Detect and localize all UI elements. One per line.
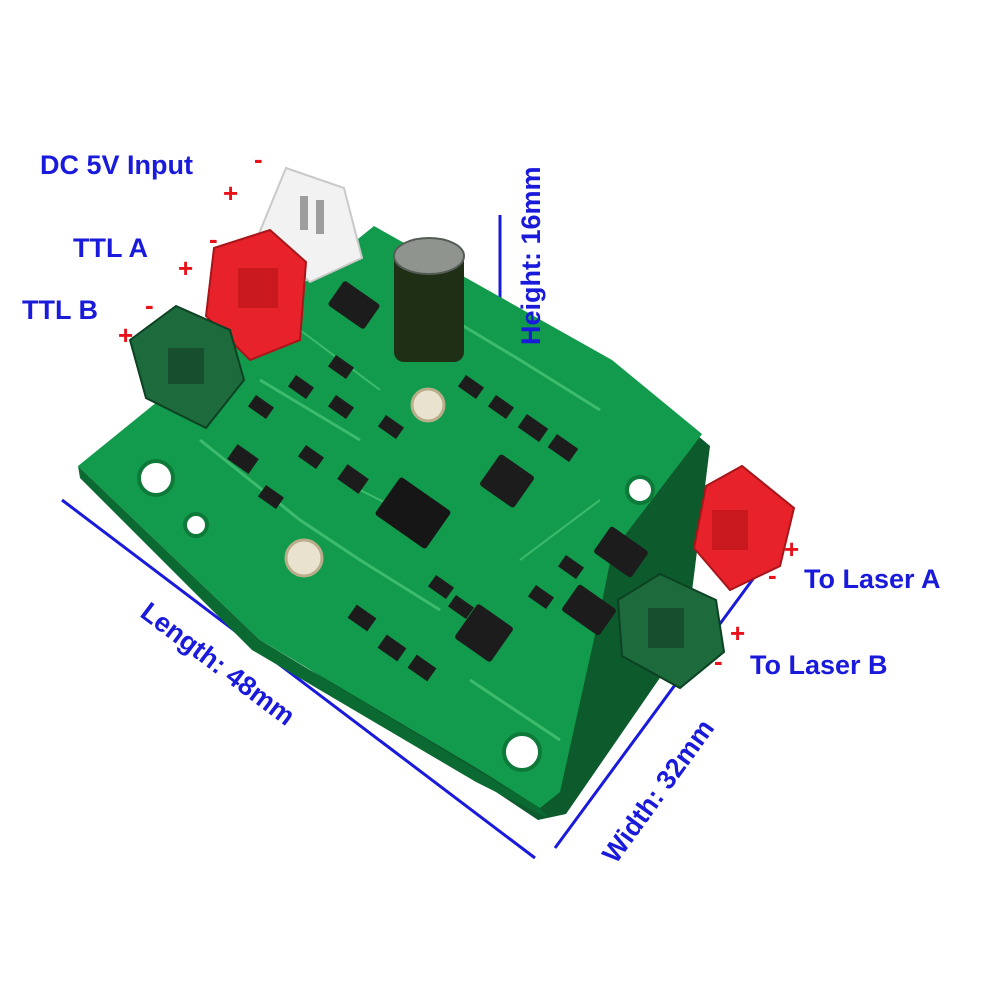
diode bbox=[562, 584, 616, 636]
ttl-a-minus: - bbox=[209, 224, 218, 254]
diode bbox=[594, 526, 648, 578]
ttl-b-label: TTL B bbox=[22, 295, 98, 325]
laser-a-minus: - bbox=[768, 560, 777, 590]
mosfet bbox=[455, 604, 513, 662]
mounting-hole bbox=[183, 512, 209, 538]
ttl-b-plus: + bbox=[118, 320, 134, 350]
mounting-hole bbox=[137, 459, 175, 497]
height-dimension-label: Height: 16mm bbox=[516, 166, 546, 345]
capacitor-body bbox=[394, 252, 464, 362]
laser-b-label: To Laser B bbox=[750, 650, 888, 680]
ttl-a-label: TTL A bbox=[73, 233, 148, 263]
dc-input-label: DC 5V Input bbox=[40, 150, 193, 180]
ttl-b-minus: - bbox=[145, 290, 154, 320]
dc-input-plus: + bbox=[223, 178, 239, 208]
potentiometer bbox=[410, 387, 446, 423]
potentiometer bbox=[284, 538, 324, 578]
mosfet bbox=[480, 454, 534, 508]
laser-a-label: To Laser A bbox=[804, 564, 941, 594]
mounting-hole bbox=[502, 732, 542, 772]
laser-b-plus: + bbox=[730, 618, 746, 648]
length-dimension-line bbox=[61, 498, 536, 860]
dc-input-minus: - bbox=[254, 144, 263, 174]
width-dimension-line bbox=[553, 544, 780, 849]
mounting-hole bbox=[625, 475, 655, 505]
laser-a-plus: + bbox=[784, 534, 800, 564]
diode bbox=[328, 281, 380, 329]
laser-b-minus: - bbox=[714, 646, 723, 676]
pcb-trace bbox=[199, 298, 601, 742]
ic-chip bbox=[375, 477, 451, 549]
capacitor-top bbox=[393, 237, 465, 275]
ttl-a-plus: + bbox=[178, 253, 194, 283]
smd-components bbox=[227, 354, 585, 682]
